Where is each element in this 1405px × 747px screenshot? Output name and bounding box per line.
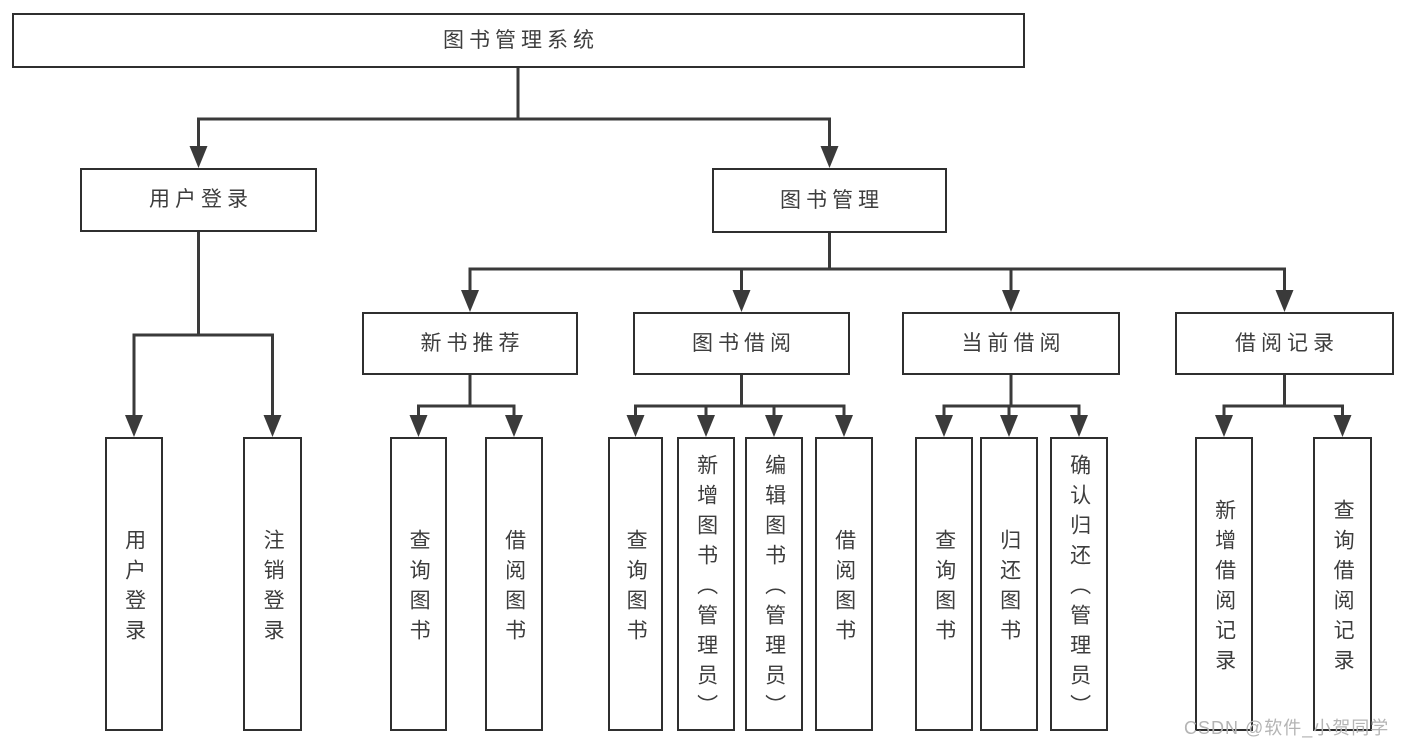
node-borrowing-records: 借阅记录	[1175, 312, 1394, 375]
leaf-cb-return-books: 归还图书	[980, 437, 1038, 731]
leaf-user-login: 用户登录	[105, 437, 163, 731]
leaf-bb-borrow-books: 借阅图书	[815, 437, 873, 731]
node-book-borrowing: 图书借阅	[633, 312, 850, 375]
leaf-bb-edit-books-admin: 编辑图书（管理员）	[745, 437, 803, 731]
watermark-text: CSDN @软件_小贺同学	[1184, 718, 1390, 738]
node-user-login: 用户登录	[80, 168, 317, 232]
node-current-borrowing: 当前借阅	[902, 312, 1120, 375]
leaf-bb-add-books-admin: 新增图书（管理员）	[677, 437, 735, 731]
leaf-br-query-record: 查询借阅记录	[1313, 437, 1372, 731]
leaf-bb-query-books: 查询图书	[608, 437, 663, 731]
leaf-logout: 注销登录	[243, 437, 302, 731]
leaf-nbr-borrow-books: 借阅图书	[485, 437, 543, 731]
leaf-br-add-record: 新增借阅记录	[1195, 437, 1253, 731]
node-book-management: 图书管理	[712, 168, 947, 233]
node-new-book-recommendation: 新书推荐	[362, 312, 578, 375]
leaf-cb-query-books: 查询图书	[915, 437, 973, 731]
leaf-cb-confirm-return-admin: 确认归还（管理员）	[1050, 437, 1108, 731]
leaf-nbr-query-books: 查询图书	[390, 437, 447, 731]
node-library-system: 图书管理系统	[12, 13, 1025, 68]
